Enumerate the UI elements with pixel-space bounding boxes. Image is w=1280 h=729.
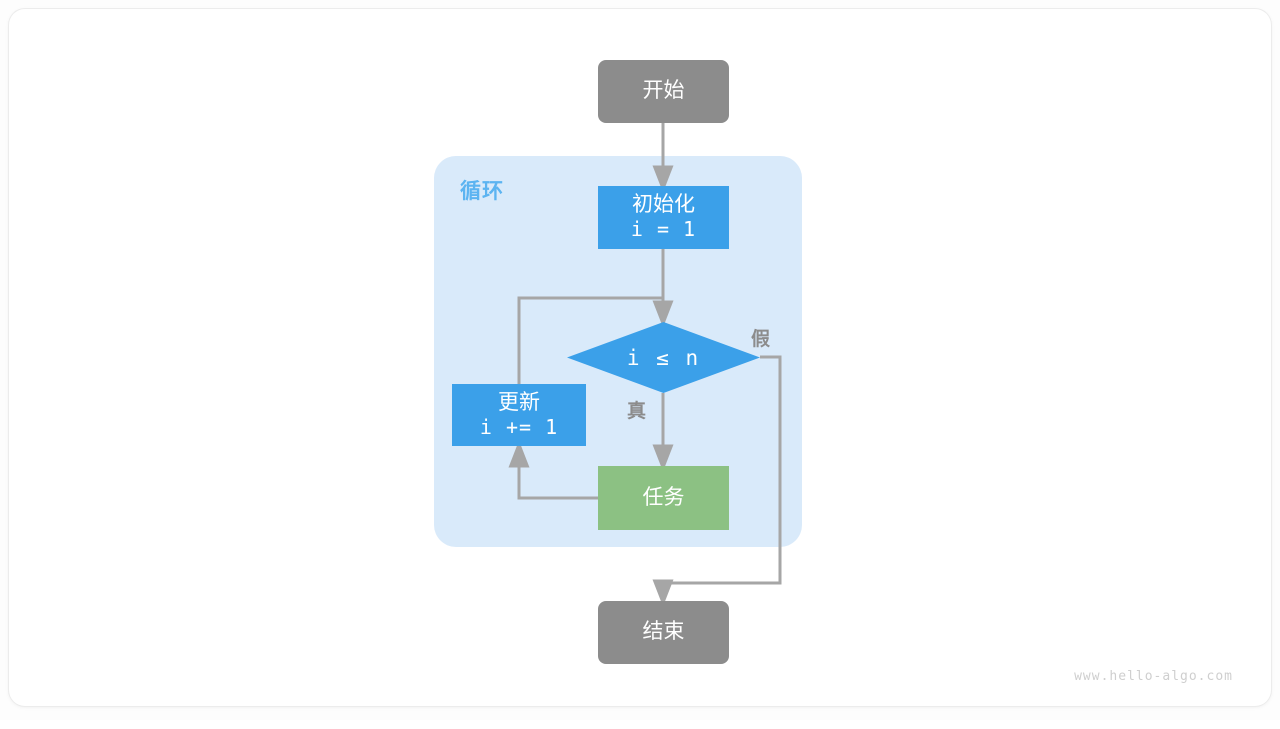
node-init-label-line1: 初始化 xyxy=(632,193,695,217)
loop-container-label: 循环 xyxy=(460,180,504,203)
node-update-label-line1: 更新 xyxy=(498,390,540,414)
node-start-label: 开始 xyxy=(642,79,685,103)
node-update-label-line2: i += 1 xyxy=(479,414,559,439)
diagram-frame: 循环 xyxy=(9,9,1271,706)
branch-label-true: 真 xyxy=(627,401,647,422)
node-start[interactable]: 开始 xyxy=(598,60,729,123)
node-init-label-line2: i = 1 xyxy=(630,217,697,242)
branch-label-false: 假 xyxy=(751,329,771,350)
watermark: www.hello-algo.com xyxy=(1074,669,1233,684)
node-condition[interactable]: i ≤ n xyxy=(567,322,760,393)
node-update[interactable]: 更新 i += 1 xyxy=(452,384,586,446)
node-end-label: 结束 xyxy=(642,620,685,644)
node-task-label: 任务 xyxy=(642,485,685,509)
node-task[interactable]: 任务 xyxy=(598,466,729,530)
node-end[interactable]: 结束 xyxy=(598,601,729,664)
node-init[interactable]: 初始化 i = 1 xyxy=(598,186,729,249)
node-condition-label: i ≤ n xyxy=(626,345,701,370)
